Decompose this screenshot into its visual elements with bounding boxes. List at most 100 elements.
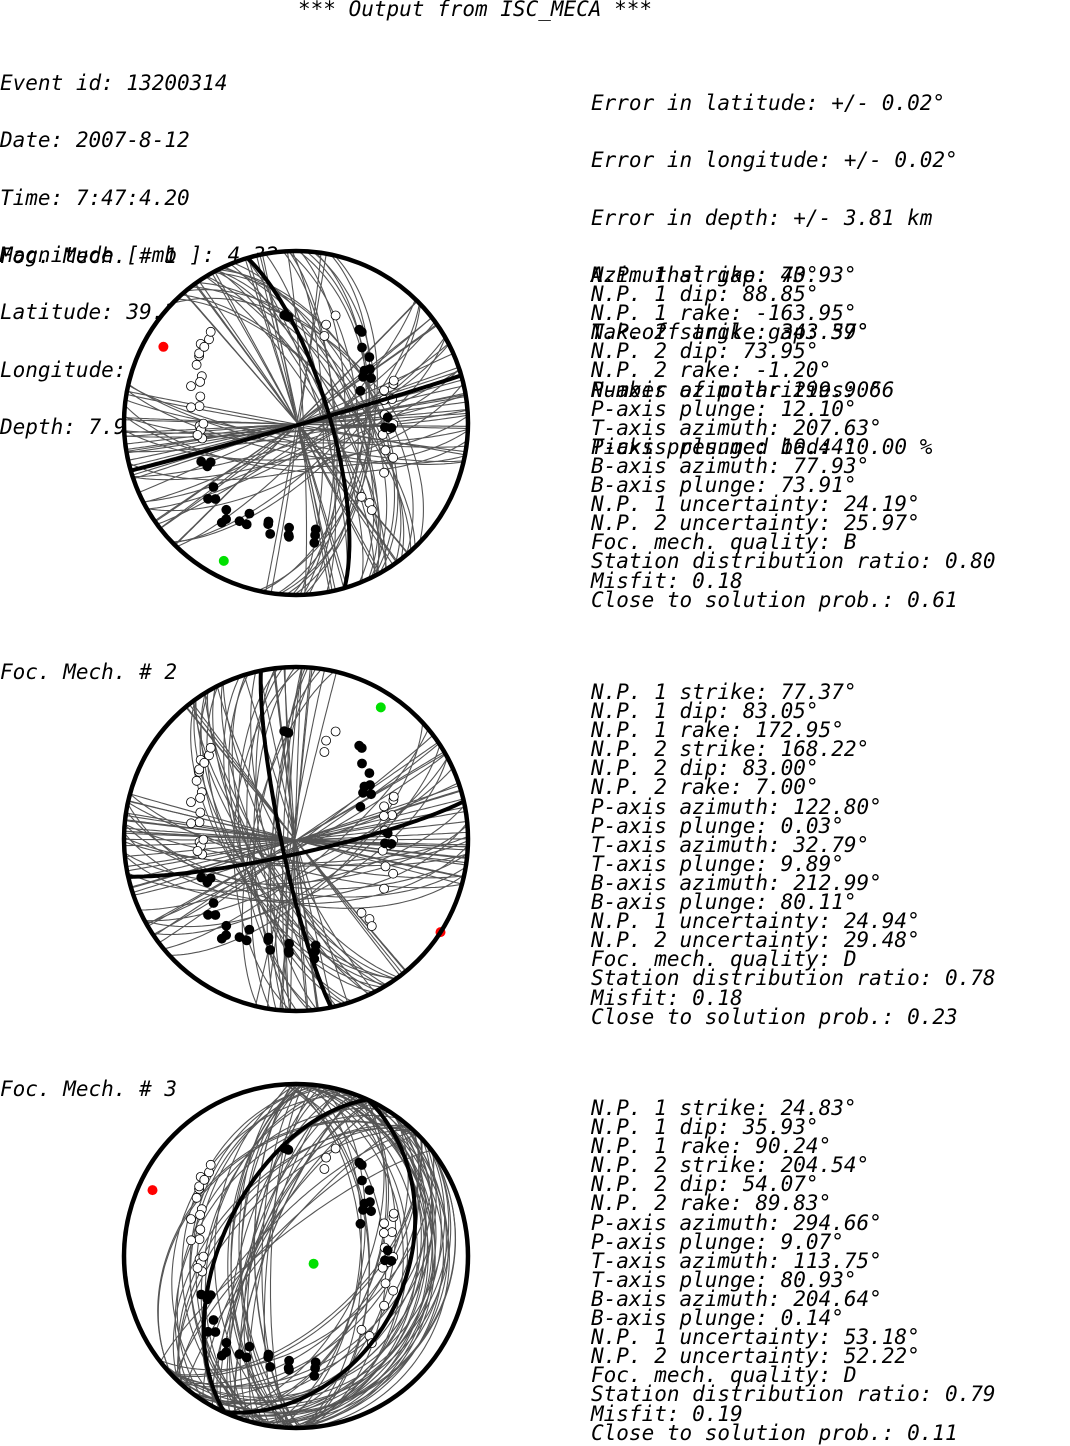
dilatation-station: [186, 818, 196, 829]
mech-2-param-line: P-axis azimuth: 122.80°: [591, 794, 882, 819]
dilatation-station: [192, 846, 203, 856]
dilatation-station: [379, 1228, 389, 1238]
compression-station: [244, 1341, 255, 1352]
compression-station: [265, 529, 276, 539]
dilatation-station: [330, 726, 341, 737]
compression-station: [382, 1245, 393, 1256]
uncertainty-plane: [214, 270, 380, 575]
mech-3-param-line: B-axis azimuth: 204.64°: [591, 1286, 882, 1311]
beachball-outline: [121, 664, 471, 1014]
mech-2-param-line: N.P. 2 uncertainty: 29.48°: [591, 928, 920, 953]
mech-1-param-line: T-axis azimuth: 207.63°: [591, 415, 882, 440]
mech-2-beachball: [121, 664, 471, 1014]
compression-station: [265, 1362, 276, 1372]
compression-station: [358, 787, 368, 798]
uncertainty-plane: [181, 1085, 320, 1427]
uncertainty-plane: [223, 266, 379, 580]
uncertainty-plane: [190, 699, 397, 979]
dilatation-station: [388, 375, 399, 386]
mech-3-label: Foc. Mech. # 3: [0, 1077, 178, 1101]
compression-station: [382, 412, 393, 423]
compression-station: [284, 947, 294, 958]
mech-2-param-line: N.P. 2 dip: 83.00°: [591, 756, 819, 781]
dilatation-station: [319, 1164, 330, 1174]
uncertainty-plane: [245, 258, 348, 588]
uncertainty-plane: [278, 251, 376, 595]
mech-1-param-line: N.P. 1 rake: -163.95°: [591, 301, 857, 326]
compression-station: [203, 909, 213, 920]
compression-station: [366, 1206, 376, 1217]
compression-station: [357, 758, 367, 769]
dilatation-station: [388, 452, 398, 463]
mech-1-param-line: T-axis plunge: 10.44°: [591, 434, 857, 459]
uncertainty-plane: [144, 757, 448, 922]
dilatation-station: [330, 310, 341, 321]
dilatation-station: [379, 467, 389, 478]
dilatation-station: [388, 868, 398, 879]
mech-2-param-line: T-axis azimuth: 32.79°: [591, 832, 870, 857]
dilatation-station: [366, 921, 377, 931]
mech-1-param-line: N.P. 1 strike: 73.93°: [591, 263, 857, 287]
mech-3-param-line: N.P. 1 rake: 90.24°: [591, 1134, 832, 1159]
mech-1-parameters: N.P. 1 strike: 73.93°N.P. 1 dip: 88.85°N…: [591, 263, 996, 610]
compression-station: [386, 423, 397, 433]
compression-station: [244, 508, 255, 519]
uncertainty-plane: [152, 744, 441, 936]
uncertainty-plane: [253, 1084, 300, 1428]
dilatation-station: [356, 491, 367, 502]
compression-station: [234, 1349, 245, 1360]
mech-3-param-line: T-axis azimuth: 113.75°: [591, 1248, 882, 1273]
error-longitude: Error in longitude: +/- 0.02°: [591, 148, 958, 173]
dilatation-station: [194, 1181, 205, 1192]
compression-station: [310, 940, 321, 951]
mech-3-param-line: P-axis azimuth: 294.66°: [591, 1210, 882, 1235]
compression-station: [357, 342, 367, 353]
mech-2-param-line: Close to solution prob.: 0.23: [591, 1004, 958, 1029]
compression-station: [357, 1175, 367, 1186]
compression-station: [284, 531, 294, 542]
nodal-plane-2: [201, 1097, 368, 1414]
event-date: Date: 2007-8-12: [0, 128, 190, 153]
compression-station: [221, 1337, 232, 1348]
uncertainty-plane: [191, 701, 401, 977]
dilatation-station: [195, 391, 206, 402]
dilatation-station: [380, 861, 391, 872]
dilatation-station: [198, 1251, 209, 1262]
dilatation-station: [194, 401, 205, 412]
uncertainty-plane: [172, 297, 424, 543]
uncertainty-plane: [177, 1129, 414, 1382]
dilatation-station: [199, 757, 210, 768]
dilatation-station: [330, 1143, 341, 1154]
uncertainty-plane: [199, 1113, 419, 1402]
compression-station: [282, 727, 293, 738]
uncertainty-plane: [257, 254, 378, 592]
dilatation-station: [199, 1174, 210, 1185]
compression-station: [310, 524, 321, 535]
dilatation-station: [379, 811, 389, 821]
dilatation-station: [321, 1152, 332, 1163]
mech-2-param-line: Misfit: 0.18: [591, 985, 743, 1010]
uncertainty-plane: [285, 251, 371, 595]
nodal-planes: [201, 1097, 418, 1415]
uncertainty-plane: [289, 1084, 371, 1428]
p-axis-marker: [147, 1185, 158, 1196]
mech-2-param-line: N.P. 1 uncertainty: 24.94°: [591, 909, 920, 934]
uncertainty-plane: [206, 275, 387, 570]
mech-3-param-line: B-axis plunge: 0.14°: [591, 1306, 844, 1331]
dilatation-station: [319, 331, 330, 341]
uncertainty-plane: [125, 810, 467, 898]
uncertainty-plane: [241, 670, 335, 1007]
mech-1-param-line: B-axis plunge: 73.91°: [591, 473, 857, 498]
uncertainty-plane: [287, 1084, 418, 1428]
compression-station: [355, 1218, 366, 1229]
dilatation-station: [380, 445, 391, 456]
uncertainty-plane: [266, 667, 317, 1011]
mech-3-param-line: N.P. 2 dip: 54.07°: [591, 1172, 819, 1197]
compression-station: [284, 938, 295, 949]
uncertainty-plane: [229, 1093, 355, 1418]
event-magnitude: Magnitude [ mb ]: 4.32: [0, 243, 279, 268]
uncertainty-plane: [163, 1145, 456, 1413]
compression-station: [386, 1256, 397, 1266]
uncertainty-plane: [132, 368, 460, 478]
mech-1-label: Foc. Mech. # 1: [0, 244, 178, 268]
